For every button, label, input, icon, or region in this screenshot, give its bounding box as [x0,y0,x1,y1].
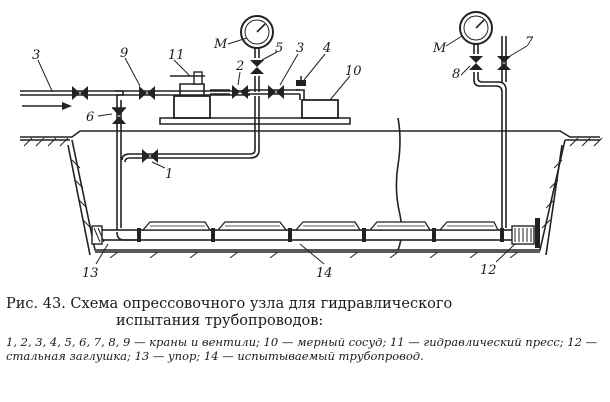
label-4: 4 [322,41,331,56]
manometer-right [459,11,493,54]
label-2: 2 [235,59,244,74]
valve-8 [469,56,507,228]
tested-pipeline [99,221,531,242]
trench [67,139,566,259]
platform [159,117,351,125]
caption-title-line1: Рис. 43. Схема опрессовочного узла для г… [6,296,453,312]
valve-2 [232,85,248,99]
ground-surface [20,130,603,147]
valve-5 [250,60,264,92]
labels: 3 9 11 M 5 3 4 10 M 7 2 6 1 8 13 14 12 [32,35,534,281]
label-5: 5 [275,41,283,56]
valve-4 [296,76,306,100]
label-11: 11 [168,48,185,63]
label-12: 12 [480,263,497,278]
label-M-right: M [432,41,447,56]
inlet-pipe [20,90,250,110]
label-6: 6 [86,110,94,125]
label-14: 14 [316,266,333,281]
hydraulic-press-11 [170,71,230,119]
label-7: 7 [525,35,534,50]
label-3b: 3 [296,41,304,56]
label-8: 8 [452,67,460,82]
pipe-to-vessel [248,89,300,95]
measuring-vessel-10 [301,99,339,119]
pipe-to-line-1 [130,96,260,159]
label-13: 13 [82,266,99,281]
manometer-left [240,15,274,58]
caption-legend: 1, 2, 3, 4, 5, 6, 7, 8, 9 — краны и вент… [6,335,598,363]
label-9: 9 [120,46,128,61]
caption-title: Рис. 43. Схема опрессовочного узла для г… [6,296,606,330]
tee [115,90,124,100]
valve-9 [139,86,155,100]
valve-inlet [72,86,88,100]
plug-12 [511,218,540,248]
stop-13 [91,225,105,245]
label-M-left: M [213,37,228,52]
elbow-1 [121,153,131,163]
valve-3b [268,85,284,99]
caption-title-line2: испытания трубопроводов: [116,313,324,329]
leader-lines [37,35,528,265]
valve-7-riser [497,36,511,82]
label-1: 1 [165,167,173,182]
schematic-diagram: 3 9 11 M 5 3 4 10 M 7 2 6 1 8 13 14 12 [20,11,603,281]
valve-6 [112,107,126,124]
label-3: 3 [32,48,40,63]
label-10: 10 [345,64,362,79]
valve-1 [142,149,158,163]
